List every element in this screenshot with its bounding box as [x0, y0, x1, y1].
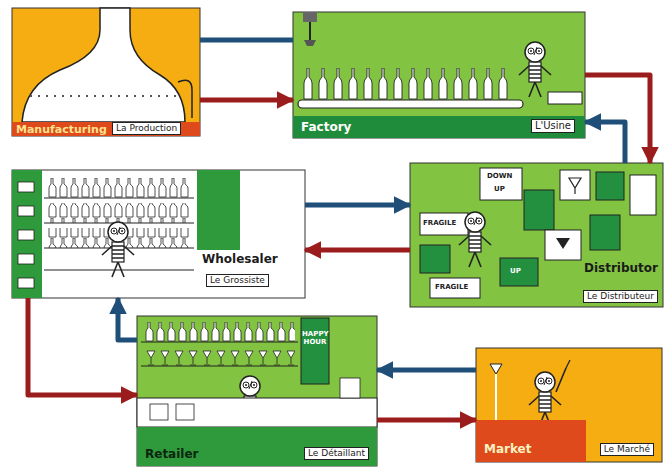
french-label: L'Usine	[531, 119, 575, 133]
english-label: Factory	[301, 120, 351, 134]
order-flow-arrow	[585, 122, 625, 163]
order-flow-arrow	[377, 368, 476, 373]
box-marking: UP	[510, 267, 521, 276]
order-flow-arrow	[118, 298, 137, 340]
goods-flow-arrow	[377, 418, 476, 423]
french-label: Le Grossiste	[206, 274, 269, 287]
box-marking: FRAGILE	[435, 283, 468, 292]
factory-panel: Factory L'Usine	[293, 12, 585, 138]
manufacturing-panel: Manufacturing La Production	[12, 8, 200, 136]
wholesaler-panel: Wholesaler Le Grossiste	[12, 170, 305, 298]
order-flow-arrow	[200, 38, 293, 43]
french-label: La Production	[112, 122, 181, 135]
goods-flow-arrow	[200, 98, 293, 103]
goods-flow-arrow	[28, 298, 137, 395]
english-label: Retailer	[145, 447, 199, 461]
french-label: Le Détaillant	[304, 447, 369, 460]
english-label: Market	[484, 442, 532, 456]
french-label: Le Marché	[600, 443, 654, 456]
box-marking: UP	[494, 185, 505, 194]
goods-flow-arrow	[585, 75, 650, 163]
box-marking: HAPPY HOUR	[302, 330, 328, 346]
box-marking: DOWN	[487, 172, 512, 181]
retailer-panel: Retailer Le Détaillant	[137, 316, 377, 466]
box-marking: FRAGILE	[423, 219, 456, 228]
order-flow-arrow	[305, 203, 410, 208]
french-label: Le Distributeur	[583, 290, 658, 303]
market-panel: Market Le Marché	[476, 348, 662, 462]
english-label: Manufacturing	[16, 123, 107, 136]
english-label: Distributor	[584, 261, 658, 275]
english-label: Wholesaler	[202, 252, 278, 266]
goods-flow-arrow	[305, 248, 410, 253]
